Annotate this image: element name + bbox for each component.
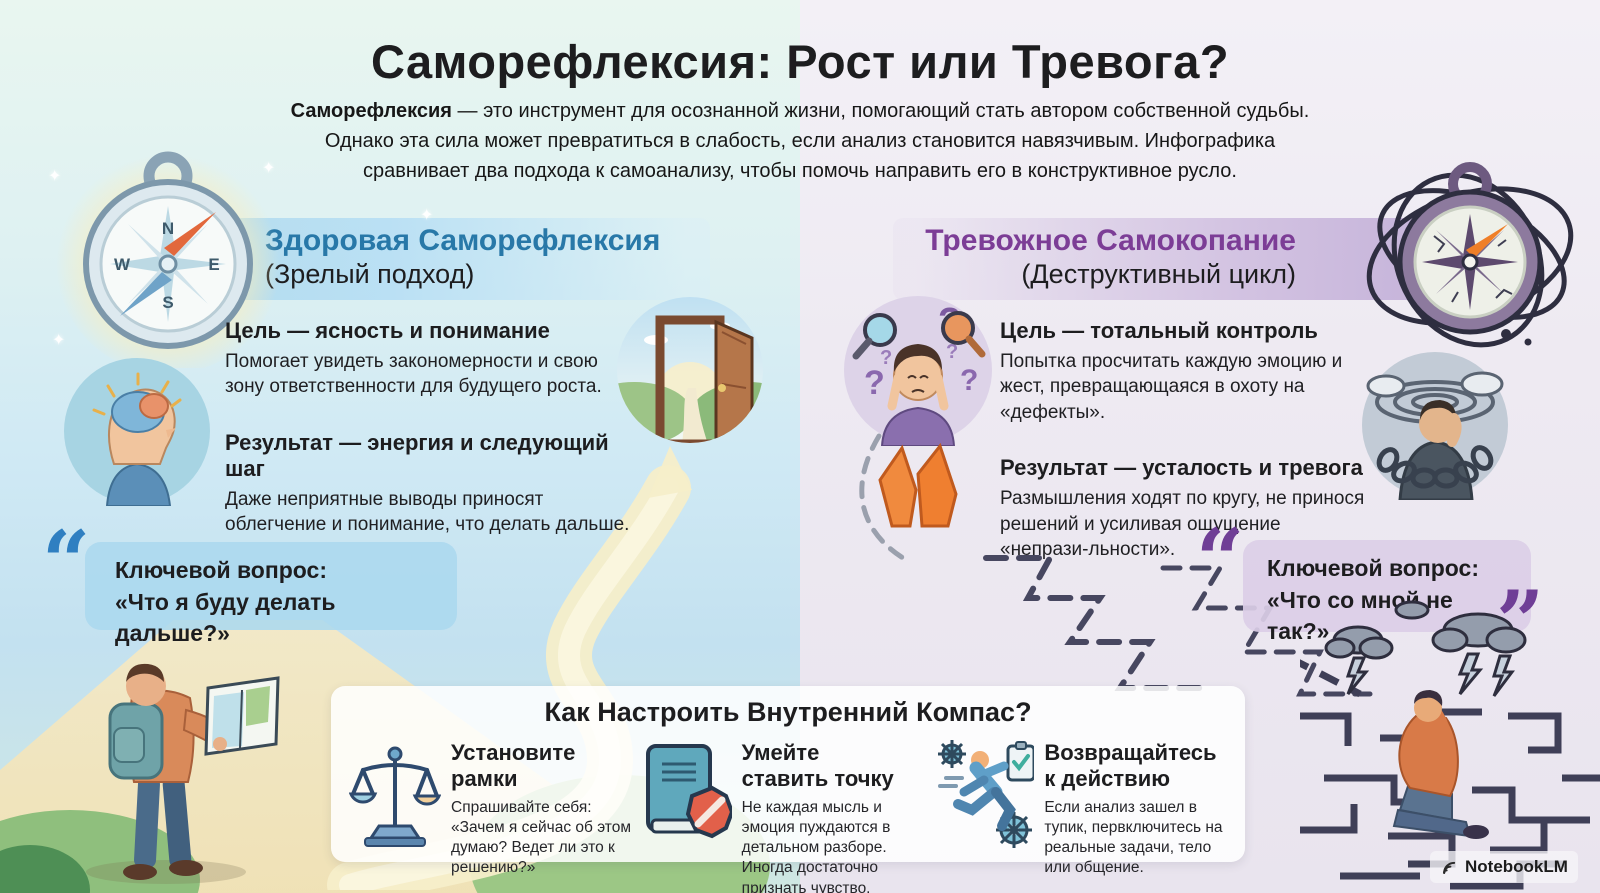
- svg-text:W: W: [114, 255, 131, 274]
- brain-head-icon: [64, 358, 210, 506]
- section-title: Результат — усталость и тревога: [1000, 455, 1363, 481]
- watermark: NotebookLM: [1430, 851, 1578, 883]
- sparkle-icon: ✦: [48, 168, 62, 185]
- svg-text:?: ?: [864, 364, 885, 402]
- compass-icon: N E S W: [56, 150, 280, 368]
- svg-text:?: ?: [880, 347, 892, 369]
- scales-icon: [349, 738, 441, 893]
- panel-item-title: Умейте ставить точку: [741, 740, 894, 791]
- book-stop-icon: [640, 738, 732, 893]
- quote-label: Ключевой вопрос:: [1267, 555, 1479, 581]
- sparkle-icon: ✦: [420, 207, 434, 224]
- bottom-panel: Как Настроить Внутренний Компас?: [331, 686, 1245, 893]
- running-person-icon: [938, 738, 1035, 893]
- section-body: Размышления ходят по кругу, не принося р…: [1000, 488, 1365, 561]
- panel-item-body: Если анализ зашел в тупик, первключитесь…: [1044, 799, 1223, 877]
- rocks-icon: [878, 442, 958, 528]
- section-body: Попытка просчитать каждую эмоцию и жест,…: [1000, 351, 1343, 423]
- section-title: Цель — тотальный контроль: [1000, 318, 1318, 343]
- open-door-icon: [617, 297, 763, 443]
- svg-text:S: S: [162, 293, 173, 312]
- dashed-curve-path: [859, 433, 906, 561]
- section-body: Помогает увидеть закономерности и свою з…: [225, 351, 602, 398]
- panel-item-return-to-action: Возвращайтесь к действию Если анализ заш…: [938, 738, 1227, 893]
- maze-storm-illustration: [1300, 600, 1600, 890]
- path-arrow-icon: [648, 446, 692, 498]
- anxious-header-band: Тревожное Самокопание (Деструктивный цик…: [893, 218, 1458, 300]
- intro-paragraph: Саморефлексия — это инструмент для осозн…: [270, 96, 1330, 186]
- svg-text:?: ?: [960, 364, 978, 397]
- healthy-key-question: Ключевой вопрос: «Что я буду делать даль…: [85, 542, 457, 646]
- anxious-heading: Тревожное Самокопание: [925, 224, 1296, 257]
- section-title: Результат — энергия и следующий шаг: [225, 429, 609, 481]
- open-quote-icon: “: [1196, 510, 1245, 609]
- svg-text:N: N: [162, 219, 174, 238]
- sparkle-icon: ✦: [262, 160, 276, 177]
- open-quote-icon: “: [42, 512, 91, 611]
- intro-lead: Саморефлексия: [290, 100, 452, 122]
- page-title: Саморефлексия: Рост или Тревога?: [370, 35, 1230, 88]
- healthy-subheading: (Зрелый подход): [265, 258, 475, 289]
- sparkle-icon: ✦: [52, 332, 66, 349]
- worried-person-icon: ? ? ? ? ?: [844, 296, 992, 446]
- panel-item-title: Установите рамки: [451, 740, 576, 791]
- bottom-panel-title: Как Настроить Внутренний Компас?: [544, 697, 1032, 727]
- section-title: Цель — ясность и понимание: [225, 318, 550, 343]
- quote-line: «Что я буду делать дальше?»: [115, 588, 336, 647]
- watermark-label: NotebookLM: [1465, 857, 1568, 876]
- healthy-heading: Здоровая Саморефлексия: [265, 224, 661, 257]
- hiker-with-map-illustration: [86, 663, 280, 884]
- healthy-header-band: Здоровая Саморефлексия (Зрелый подход): [213, 218, 710, 300]
- panel-item-full-stop: Умейте ставить точку Не каждая мысль и э…: [640, 738, 939, 893]
- svg-text:E: E: [208, 255, 219, 274]
- whirlpool-chains-icon: [1362, 352, 1508, 500]
- anxious-subheading: (Деструктивный цикл): [1021, 258, 1296, 289]
- anxious-sections: Цель — тотальный контроль Попытка просчи…: [1000, 318, 1395, 593]
- svg-text:?: ?: [946, 341, 958, 363]
- quote-label: Ключевой вопрос:: [115, 557, 327, 583]
- panel-item-title: Возвращайтесь к действию: [1044, 740, 1217, 791]
- panel-item-body: Спрашивайте себя: «Зачем я сейчас об это…: [451, 799, 631, 877]
- section-body: Даже неприятные выводы приносят облегчен…: [225, 488, 630, 536]
- notebooklm-logo-icon: [1443, 861, 1456, 874]
- broken-compass-icon: [1366, 162, 1574, 348]
- healthy-sections: Цель — ясность и понимание Помогает увид…: [225, 318, 645, 568]
- panel-item-set-limits: Установите рамки Спрашивайте себя: «Заче…: [349, 738, 640, 893]
- intro-rest: — это инструмент для осознанной жизни, п…: [324, 100, 1310, 182]
- panel-item-body: Не каждая мысль и эмоция пуждаются в дет…: [741, 799, 891, 893]
